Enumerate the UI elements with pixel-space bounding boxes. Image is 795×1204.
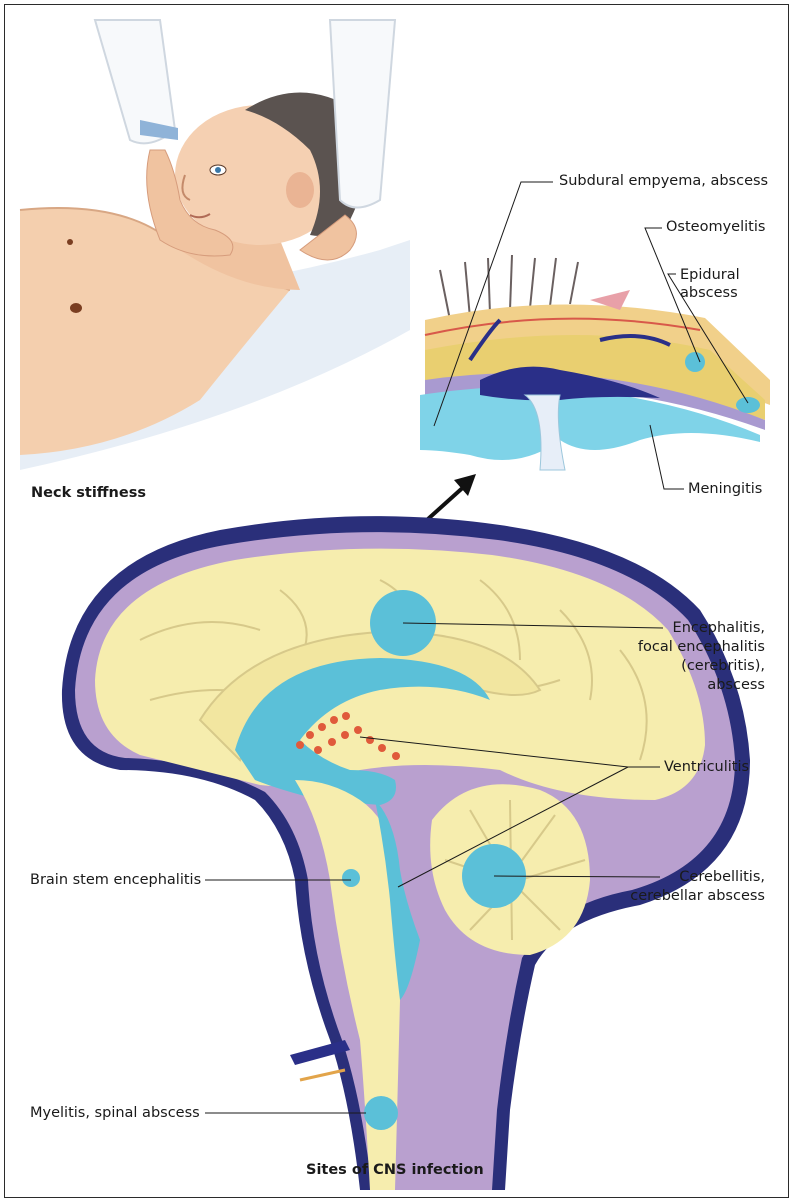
label-myelitis: Myelitis, spinal abscess: [30, 1104, 200, 1122]
caption-sites-cns-infection: Sites of CNS infection: [306, 1161, 484, 1179]
label-ventriculitis: Ventriculitis: [664, 758, 749, 776]
label-meningitis: Meningitis: [688, 480, 762, 498]
label-encephalitis-4: abscess: [707, 676, 765, 694]
brain-section: [62, 516, 750, 1190]
label-osteomyelitis: Osteomyelitis: [666, 218, 765, 236]
caption-neck-stiffness: Neck stiffness: [31, 484, 146, 502]
neck-stiffness-illustration: [20, 20, 410, 470]
label-epidural-1: Epidural: [680, 266, 740, 284]
myelitis-lesion: [364, 1096, 398, 1130]
label-brainstem: Brain stem encephalitis: [30, 871, 201, 889]
label-epidural-2: abscess: [680, 284, 738, 302]
label-encephalitis-2: focal encephalitis: [638, 638, 765, 656]
brainstem-lesion: [342, 869, 360, 887]
label-cerebellitis-2: cerebellar abscess: [630, 887, 765, 905]
label-encephalitis-1: Encephalitis,: [673, 619, 765, 637]
label-cerebellitis-1: Cerebellitis,: [679, 868, 765, 886]
label-subdural: Subdural empyema, abscess: [559, 172, 768, 190]
label-encephalitis-3: (cerebritis),: [681, 657, 765, 675]
nipple-icon: [70, 303, 82, 313]
